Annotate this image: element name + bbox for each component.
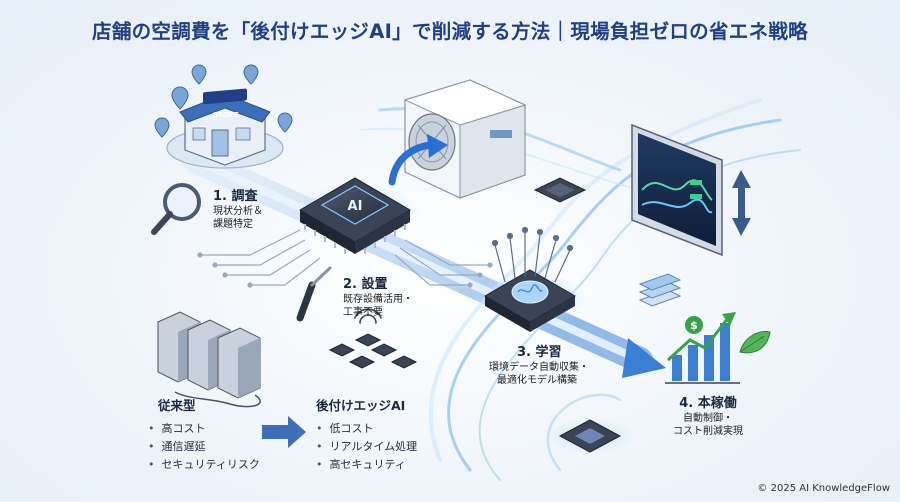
step-4-desc-line1: 自動制御・	[683, 413, 733, 424]
wifi-icon	[354, 308, 382, 324]
edge-list: 低コスト リアルタイム処理 高セキュリティ	[316, 420, 418, 474]
data-cards-icon	[638, 273, 682, 307]
store-icon	[166, 88, 284, 169]
step-4: 4. 本稼働 自動制御・ コスト削減実現	[662, 396, 754, 438]
legacy-panel: 従来型 高コスト 通信遅延 セキュリティリスク	[148, 395, 260, 474]
edge-device-chips	[328, 333, 418, 369]
step-3-desc-line1: 環境データ自動収集・	[489, 362, 589, 373]
step-1-title: 1. 調査	[213, 189, 258, 204]
screwdriver-icon	[296, 266, 332, 322]
step-4-title: 4. 本稼働	[679, 396, 737, 411]
legacy-title: 従来型	[158, 398, 196, 413]
ac-arrow-head	[427, 134, 448, 158]
comparison-arrow	[262, 416, 306, 448]
monitor-icon	[631, 123, 723, 257]
list-item: 低コスト	[316, 420, 417, 438]
map-pin-icon	[154, 64, 293, 138]
ac-arrow	[388, 141, 434, 186]
list-item: リアルタイム処理	[316, 438, 418, 456]
ai-chip	[290, 177, 420, 254]
step-1-desc-line1: 現状分析＆	[213, 206, 263, 217]
svg-text:$: $	[690, 319, 698, 332]
step-2-title: 2. 設置	[343, 277, 388, 292]
step-3-desc-line2: 最適化モデル構築	[497, 375, 577, 386]
step-2-desc-line1: 既存設備活用・	[343, 294, 413, 305]
server-icon	[157, 311, 261, 408]
list-item: 高セキュリティ	[316, 456, 417, 474]
legacy-list: 高コスト 通信遅延 セキュリティリスク	[148, 420, 260, 474]
list-item: セキュリティリスク	[148, 456, 260, 474]
list-item: 高コスト	[148, 420, 260, 438]
list-item: 通信遅延	[148, 438, 260, 456]
store-sign: STORE	[213, 111, 239, 119]
edge-panel: 後付けエッジAI 低コスト リアルタイム処理 高セキュリティ	[316, 395, 417, 474]
step-3: 3. 学習 環境データ自動収集・ 最適化モデル構築	[489, 345, 589, 387]
edge-title: 後付けエッジAI	[316, 398, 406, 413]
magnifier-icon	[151, 183, 201, 235]
step-1-desc-line2: 課題特定	[213, 219, 253, 230]
small-chip-icon	[533, 177, 587, 203]
chip-label: AI	[348, 199, 363, 214]
chart-icon	[665, 312, 740, 384]
page-title: 店舗の空調費を「後付けエッジAI」で削減する方法｜現場負担ゼロの省エネ戦略	[92, 19, 808, 43]
air-conditioner-icon	[403, 79, 527, 199]
bottom-chip-icon	[545, 418, 635, 454]
flow-arrow-head	[622, 338, 666, 378]
dollar-icon: $	[685, 316, 703, 334]
step-4-desc-line2: コスト削減実現	[673, 426, 743, 437]
step-2: 2. 設置 既存設備活用・ 工事不要	[343, 277, 413, 319]
step-1: 1. 調査 現状分析＆ 課題特定	[213, 189, 263, 231]
leaf-icon	[739, 331, 771, 354]
circuit-traces	[197, 229, 493, 288]
copyright: © 2025 AI KnowledgeFlow	[757, 483, 890, 494]
step-2-desc-line2: 工事不要	[343, 307, 383, 318]
brain-icon	[511, 280, 549, 304]
up-down-arrow-icon	[732, 170, 751, 236]
step-3-title: 3. 学習	[517, 345, 562, 360]
brain-antennas	[491, 226, 574, 283]
